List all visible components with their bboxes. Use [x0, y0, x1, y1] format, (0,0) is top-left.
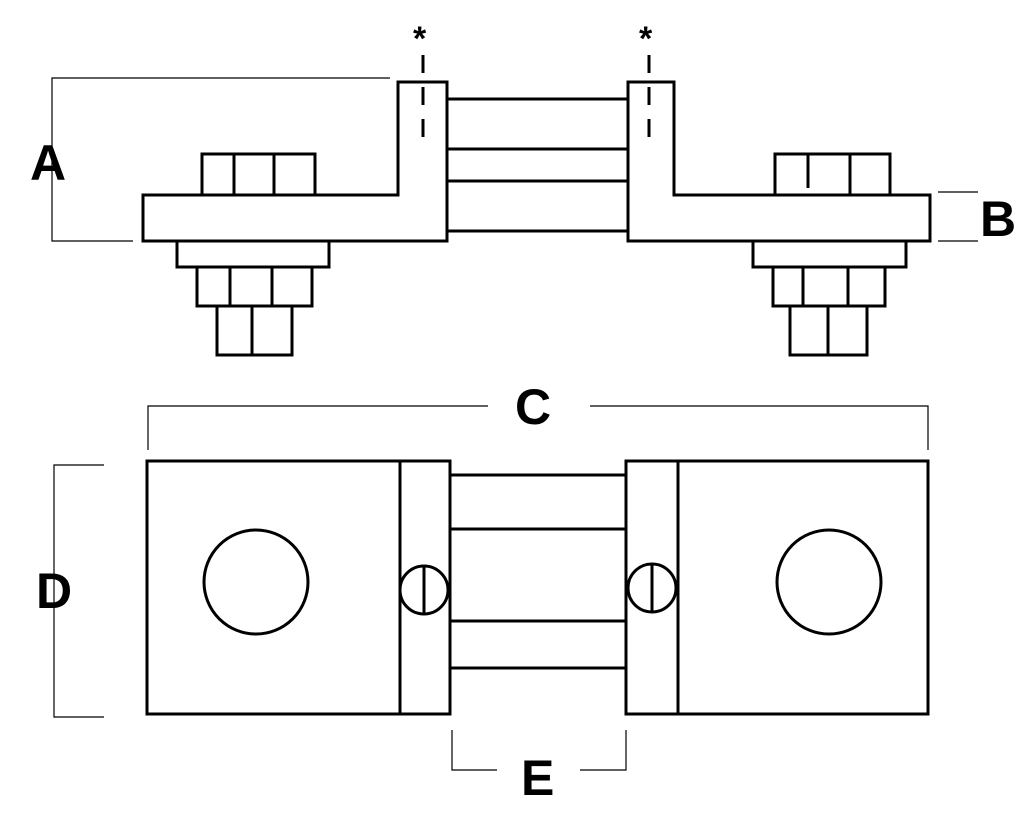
resistor-plate-bottom — [445, 179, 630, 233]
top-view: C D E — [36, 379, 930, 806]
side-view: A * * B — [30, 20, 1016, 357]
sense-terminal-marker-right: * — [639, 20, 653, 58]
right-bolt-assembly — [751, 152, 908, 357]
dimension-e-bracket — [451, 730, 627, 771]
label-d: D — [36, 563, 72, 619]
label-c: C — [515, 379, 551, 435]
resistor-plate-2 — [448, 619, 628, 670]
dimension-a-bracket — [51, 77, 390, 242]
right-mounting-hole — [775, 528, 883, 636]
sense-terminal-marker-left: * — [413, 20, 427, 58]
left-terminal-block — [141, 80, 449, 243]
resistor-plate-top — [445, 97, 630, 151]
left-mounting-hole — [202, 528, 310, 636]
right-terminal-block — [626, 80, 932, 243]
dimension-d-bracket — [53, 464, 104, 718]
left-bolt-assembly — [175, 152, 331, 357]
right-terminal-pad — [676, 459, 930, 716]
label-b: B — [980, 191, 1016, 247]
label-e: E — [521, 750, 554, 806]
resistor-plate-1 — [448, 473, 628, 531]
left-terminal-pad — [145, 459, 402, 716]
dimension-b-bracket — [938, 191, 978, 242]
label-a: A — [30, 135, 66, 191]
dimension-c-bracket — [147, 405, 929, 450]
